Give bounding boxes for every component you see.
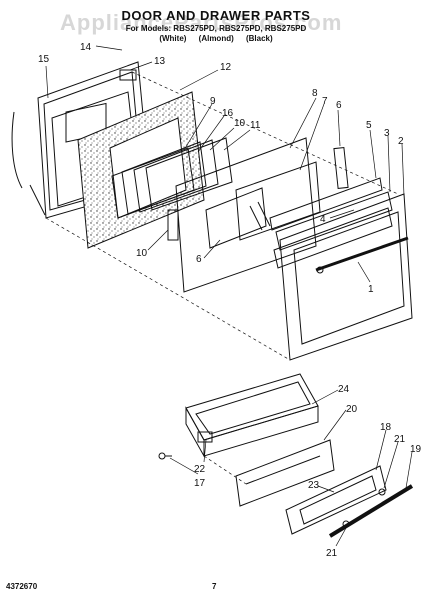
callout-10b: 10: [136, 248, 148, 259]
callout-21b: 21: [326, 548, 338, 559]
drawer-glide-part: [158, 431, 213, 460]
callout-23: 23: [308, 480, 320, 491]
hinge-strip-part: [333, 147, 349, 189]
callout-20: 20: [346, 404, 358, 415]
model-list: For Models: RBS275PD, RBS275PD, RBS275PD: [125, 24, 307, 33]
inner-door-panel-part: [167, 137, 317, 293]
callout-12: 12: [220, 62, 232, 73]
callout-labels: 14 13 15 12 9 16 10 11 8 7 6 5 3 2 4 10 …: [38, 42, 422, 559]
callout-15: 15: [38, 54, 50, 65]
callout-10: 10: [234, 118, 246, 129]
callout-7: 7: [322, 96, 328, 107]
color-variants: (White) (Almond) (Black): [159, 34, 273, 43]
door-inner-frames: [273, 191, 393, 269]
callout-17: 17: [194, 478, 206, 489]
page-title: DOOR AND DRAWER PARTS: [121, 8, 311, 23]
callout-11: 11: [250, 120, 261, 131]
callout-24: 24: [338, 384, 350, 395]
callout-9: 9: [210, 96, 216, 107]
drawer-outer-panel-part: [285, 465, 414, 538]
glass-pane-stack: [111, 137, 233, 219]
callout-leaders: [45, 45, 413, 547]
callout-6: 6: [336, 100, 342, 111]
page-number: 7: [212, 582, 217, 591]
callout-1: 1: [368, 284, 374, 295]
callout-6b: 6: [196, 254, 202, 265]
door-insulation-part: [77, 91, 205, 249]
drawer-front-part: [235, 439, 335, 507]
callout-2: 2: [398, 136, 404, 147]
callout-22: 22: [194, 464, 206, 475]
callout-16: 16: [222, 108, 234, 119]
door-seal-part: [269, 177, 383, 231]
door-front-frame-part: [279, 193, 413, 361]
door-glass-part: [235, 161, 321, 241]
callout-5: 5: [366, 120, 372, 131]
callout-21: 21: [394, 434, 406, 445]
assembly-guide-lines: [45, 71, 399, 485]
callout-3: 3: [384, 128, 390, 139]
callout-19: 19: [410, 444, 422, 455]
callout-13: 13: [154, 56, 166, 67]
document-number: 4372670: [6, 582, 38, 591]
callout-4: 4: [320, 214, 326, 225]
callout-8: 8: [312, 88, 318, 99]
callout-18: 18: [380, 422, 392, 433]
callout-14: 14: [80, 42, 92, 53]
